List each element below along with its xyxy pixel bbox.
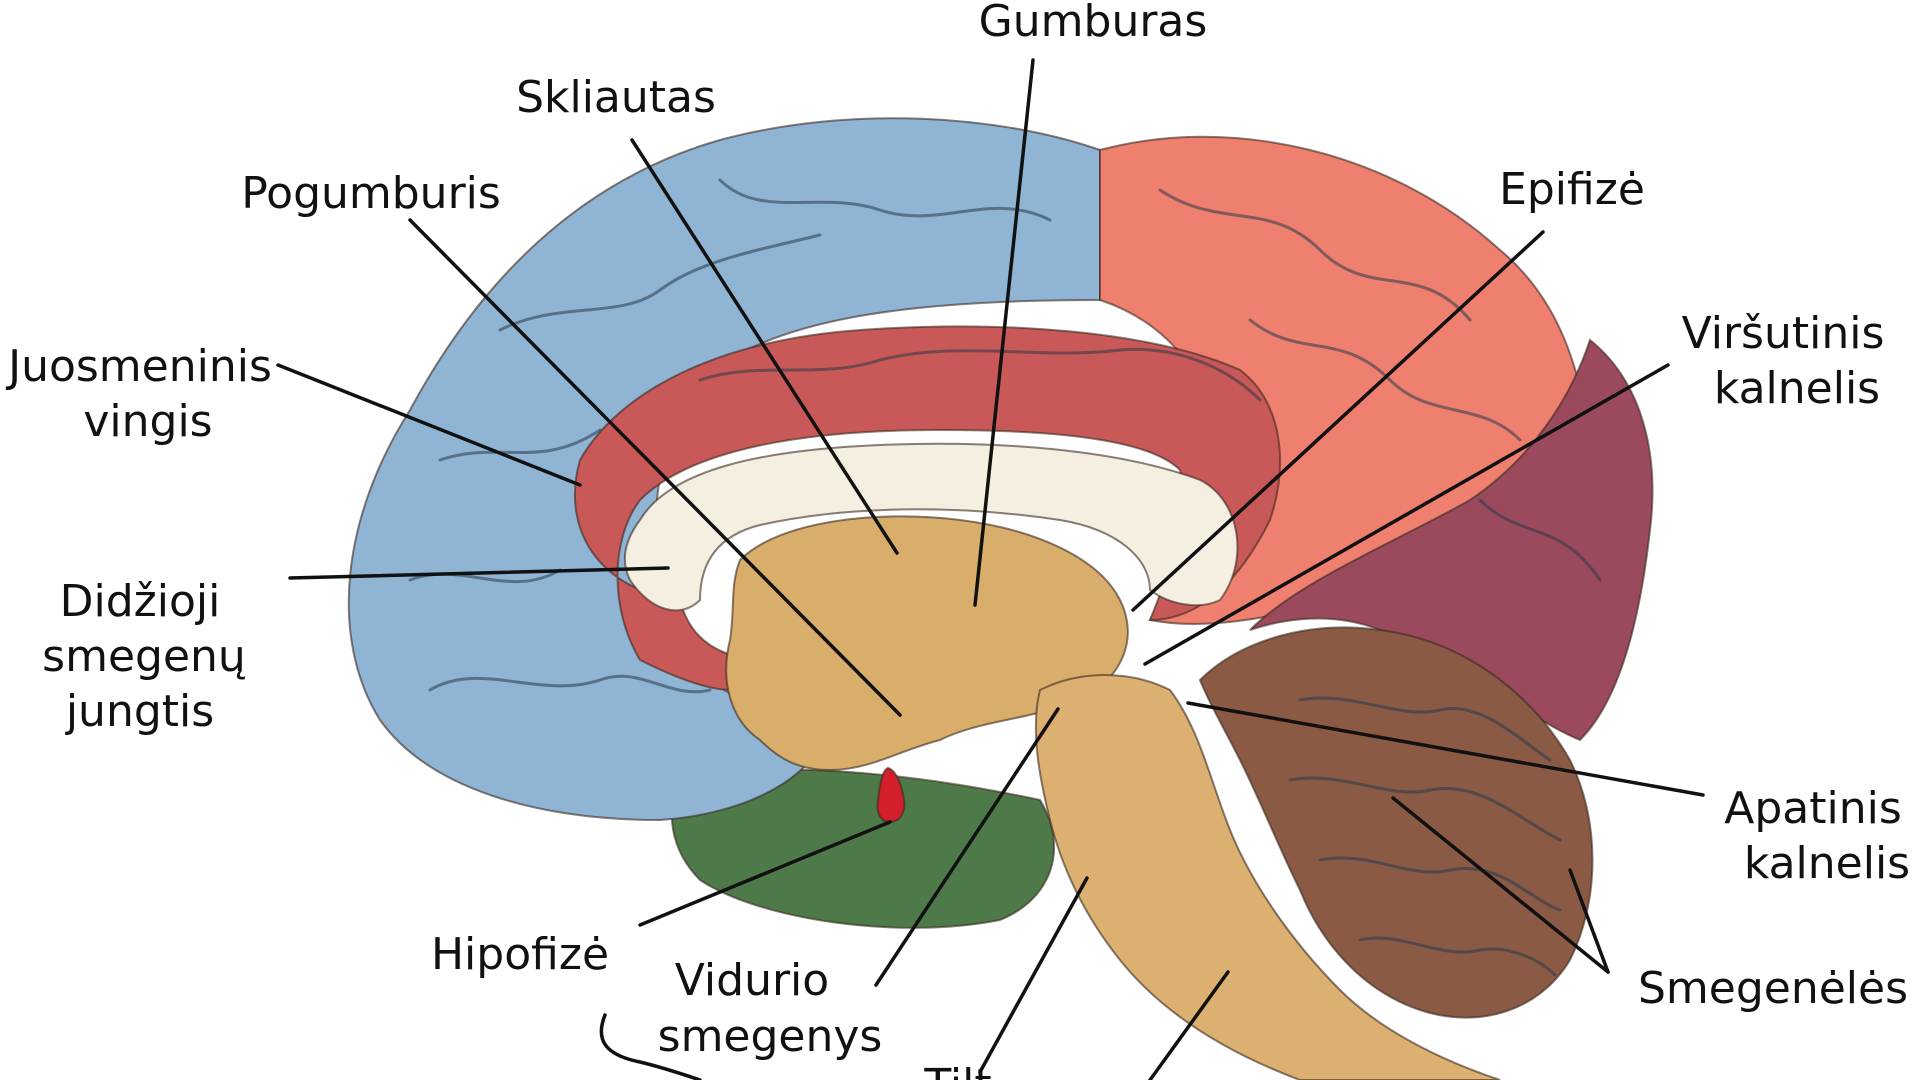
label-vidurio-line2: smegenys (658, 1011, 883, 1062)
leader-line-apatinis (1186, 701, 1705, 797)
label-hipofize: Hipofizė (431, 929, 609, 980)
label-gumburas: Gumburas (979, 0, 1208, 47)
label-vidurio-line1: Vidurio (675, 955, 829, 1006)
fold-line (498, 233, 822, 332)
corpus-callosum-region (623, 442, 1239, 612)
label-didzioji-line1: Didžioji (60, 576, 221, 627)
label-juosmeninis-line2: vingis (83, 396, 212, 447)
fold-line (1248, 318, 1522, 442)
leader-line-pogumburis (408, 218, 902, 717)
fold-line (428, 674, 712, 694)
fold-line (1318, 856, 1562, 912)
label-virsutinis-line2: kalnelis (1714, 363, 1880, 414)
label-didzioji-line3: jungtis (65, 686, 214, 737)
leader-line-hipofize (638, 820, 892, 927)
leader-line-virsutinis (1143, 363, 1670, 666)
label-tiltas: Tilt (923, 1060, 991, 1080)
leader-line-smegeneles-a (1391, 796, 1610, 974)
leader-line-didzioji (288, 566, 670, 580)
leader-line-bottom (1148, 970, 1230, 1080)
label-apatinis-line1: Apatinis (1724, 783, 1902, 834)
leader-line-tiltas (978, 876, 1089, 1074)
fold-line (1158, 188, 1472, 322)
label-juosmeninis-line1: Juosmeninis (5, 341, 272, 392)
label-epifize: Epifizė (1499, 164, 1645, 215)
fold-line (1358, 936, 1557, 977)
label-skliautas: Skliautas (516, 72, 716, 123)
diencephalon-region (725, 515, 1129, 772)
label-smegeneles: Smegenėlės (1638, 963, 1908, 1014)
brain-fold-lines (408, 178, 1602, 977)
cerebellum-region (1198, 626, 1594, 1019)
fold-line (698, 347, 1262, 402)
leader-line-juosmeninis (276, 363, 582, 487)
label-pogumburis: Pogumburis (241, 168, 501, 219)
label-virsutinis-line1: Viršutinis (1682, 308, 1885, 359)
leader-line-skliautas (630, 138, 899, 555)
temporal-lobe-region (670, 768, 1056, 929)
leader-line-vidurio (874, 707, 1060, 987)
brainstem-region (1034, 674, 1501, 1080)
leader-line-smegeneles-b (1568, 868, 1610, 974)
label-apatinis-line2: kalnelis (1744, 838, 1910, 889)
fold-line (1288, 776, 1562, 842)
fold-line (1298, 696, 1552, 762)
fold-line (1478, 498, 1602, 582)
fold-line (438, 428, 602, 462)
fold-line (718, 178, 1052, 222)
bracket-curve (599, 1013, 702, 1080)
label-didzioji-line2: smegenų (42, 631, 246, 682)
leader-line-epifize (1131, 230, 1545, 612)
leader-line-gumburas (973, 58, 1035, 607)
